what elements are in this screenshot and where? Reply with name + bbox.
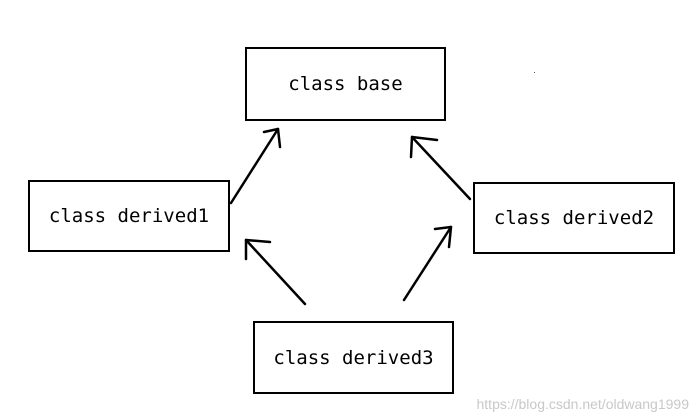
arrow-derived3-to-derived1 xyxy=(244,238,307,306)
node-label: class derived2 xyxy=(493,207,655,229)
stray-dot xyxy=(534,72,535,73)
node-class-base: class base xyxy=(245,47,446,121)
watermark-text: https://blog.csdn.net/oldwang1999 xyxy=(476,396,690,412)
node-class-derived3: class derived3 xyxy=(253,321,454,394)
node-label: class base xyxy=(288,73,403,95)
node-class-derived1: class derived1 xyxy=(28,180,230,252)
arrow-derived3-to-derived2 xyxy=(402,225,453,302)
arrow-derived1-to-base xyxy=(229,127,282,205)
arrow-derived2-to-base xyxy=(409,135,472,201)
node-class-derived2: class derived2 xyxy=(473,182,675,254)
node-label: class derived1 xyxy=(48,205,210,227)
node-label: class derived3 xyxy=(273,346,434,369)
